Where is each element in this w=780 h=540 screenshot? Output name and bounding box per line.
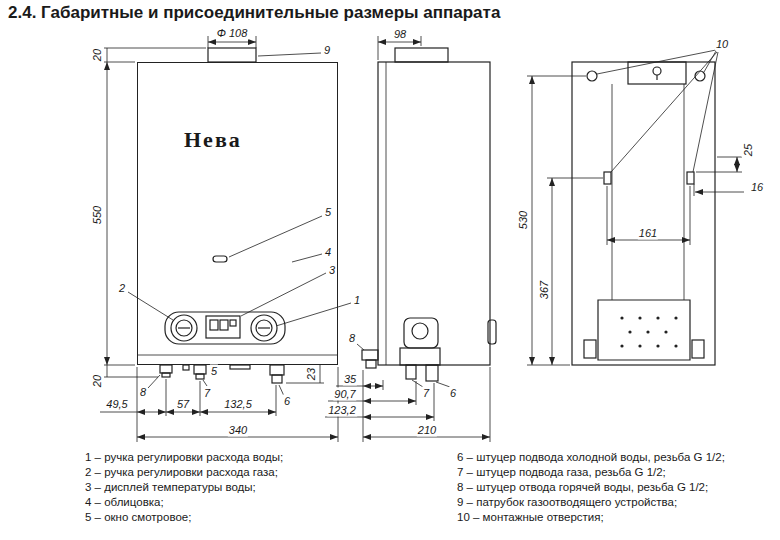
dimension-label: 550 [91, 205, 104, 225]
dimension-label: 20 [91, 48, 104, 62]
legend-note: 4 – облицовка; [85, 495, 164, 509]
dimension-label: 530 [517, 210, 530, 230]
appliance-housing: Нева [137, 62, 338, 365]
legend-note: 8 – штуцер отвода горячей воды, резьба G… [457, 480, 708, 494]
legend-note: 3 – дисплей температуры воды; [85, 480, 256, 494]
callout-number: 5 [324, 206, 332, 219]
dimension-label: 25 [742, 143, 755, 157]
dimension-label: 132,5 [223, 398, 253, 411]
dimension-label: 210 [417, 424, 437, 437]
dimension-label: 90,7 [333, 388, 356, 401]
callout-number: 8 [348, 332, 356, 345]
dimension-label: 161 [638, 227, 658, 240]
dimension-label: 20 [91, 374, 104, 388]
dimension-label: 23 [305, 367, 318, 381]
callout-number: 10 [715, 38, 729, 51]
legend-note: 2 – ручка регулировки расхода газа; [85, 465, 278, 479]
callout-number: 8 [139, 386, 147, 399]
dimension-label: 123,2 [327, 404, 357, 417]
callout-number: 1 [353, 294, 361, 307]
legend-note: 6 – штуцер подвода холодной воды, резьба… [457, 450, 725, 464]
callout-number: 2 [118, 282, 126, 295]
callout-number: 3 [328, 264, 336, 277]
dimension-label: 57 [176, 398, 190, 411]
legend-note: 10 – монтажные отверстия; [457, 510, 604, 524]
callout-number: 7 [203, 387, 211, 400]
dimension-label: 5 [210, 365, 218, 378]
legend-note: 5 – окно смотровое; [85, 510, 191, 524]
legend-note: 1 – ручка регулировки расхода воды; [85, 450, 283, 464]
callout-number: 6 [449, 387, 457, 400]
callout-number: 7 [422, 387, 430, 400]
callout-number: 4 [324, 246, 332, 259]
dimension-label: 340 [228, 424, 248, 437]
brand-name: Нева [184, 127, 242, 153]
dimension-label: 98 [393, 28, 407, 41]
dimension-label: 367 [538, 280, 551, 300]
dimension-label: 16 [750, 181, 764, 194]
diagram-title: 2.4. Габаритные и присоединительные разм… [8, 3, 500, 23]
legend-note: 9 – патрубок газоотводящего устройства; [457, 495, 677, 509]
callout-number: 9 [323, 44, 331, 57]
legend-note: 7 – штуцер подвода газа, резьба G 1/2; [457, 465, 666, 479]
dimension-label: 49,5 [105, 398, 128, 411]
dimension-label: Φ 108 [216, 27, 249, 40]
dimension-label: 35 [343, 373, 357, 386]
callout-number: 6 [283, 395, 291, 408]
